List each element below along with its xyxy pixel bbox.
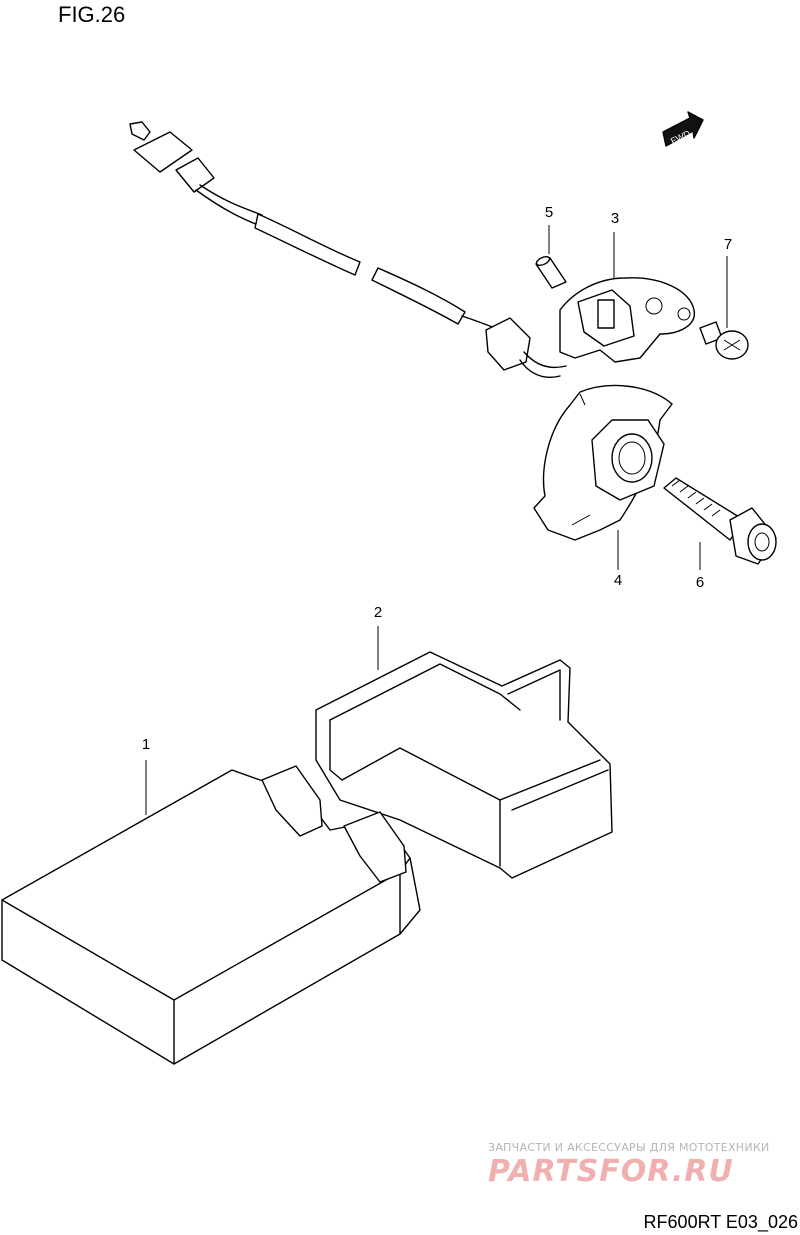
screw-part-7	[699, 321, 749, 360]
fig-title: FIG.26	[58, 2, 126, 27]
callout-2: 2	[373, 604, 383, 621]
callout-7: 7	[723, 236, 733, 253]
callout-5: 5	[544, 204, 554, 221]
cdi-holder-part-2	[315, 651, 613, 879]
callout-3: 3	[610, 210, 620, 227]
pickup-coil-part-3	[559, 277, 695, 363]
bolt-part-6	[663, 477, 777, 565]
cdi-unit-part-1	[1, 765, 421, 1065]
callout-1: 1	[141, 736, 151, 753]
watermark-tagline: ЗАПЧАСТИ И АКСЕССУАРЫ ДЛЯ МОТОТЕХНИКИ	[488, 1141, 770, 1154]
callout-6: 6	[695, 574, 705, 591]
fwd-arrow-icon: FWD	[662, 111, 704, 147]
dowel-pin-part-5	[535, 255, 567, 289]
watermark-logo: PARTSFOR.RU	[488, 1154, 734, 1189]
leader-lines	[145, 225, 728, 815]
diagram-code: RF600RT E03_026	[643, 1212, 798, 1232]
callout-4: 4	[613, 572, 623, 589]
wiring-harness	[129, 121, 567, 378]
signal-rotor-part-4	[533, 384, 673, 541]
